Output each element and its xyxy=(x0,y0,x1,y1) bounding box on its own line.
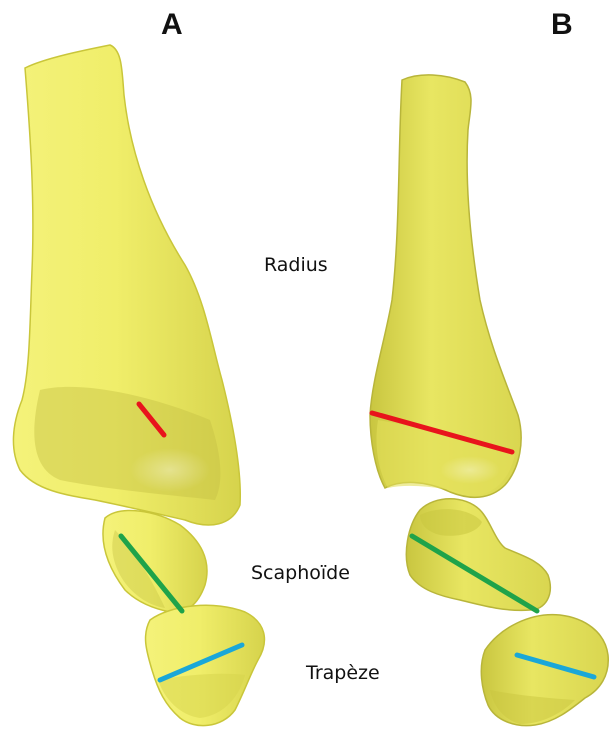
panel-a xyxy=(13,45,264,726)
radius-highlight-b xyxy=(440,456,500,484)
panel-b xyxy=(370,75,608,726)
radius-highlight-a xyxy=(130,448,210,492)
trapezium-label: Trapèze xyxy=(306,664,380,683)
panel-letter-a: A xyxy=(161,10,183,40)
panel-letter-b: B xyxy=(551,10,573,40)
scaphoid-label: Scaphoïde xyxy=(251,564,350,583)
radius-label: Radius xyxy=(264,256,328,275)
